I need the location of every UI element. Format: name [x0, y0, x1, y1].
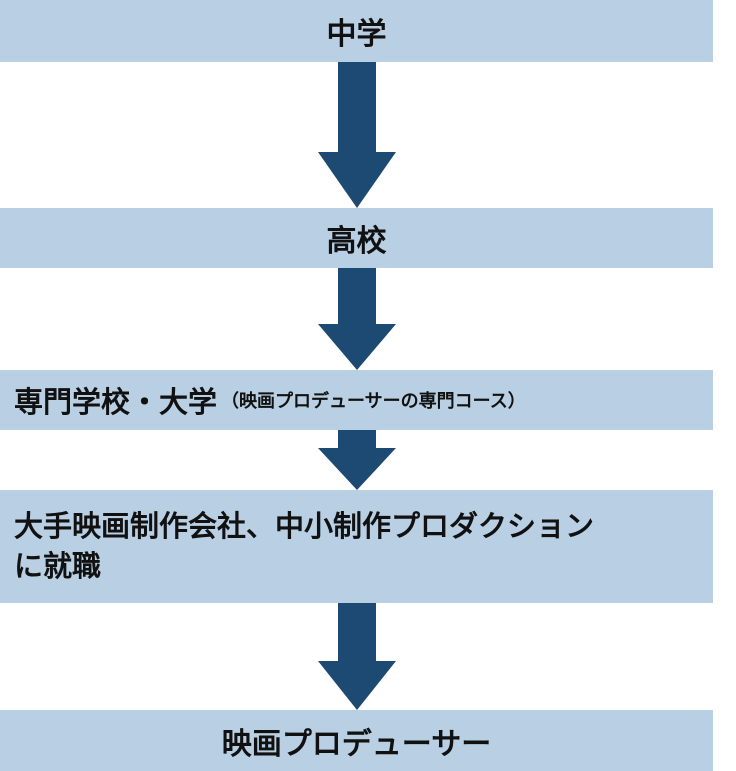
flow-step-high-school-label: 高校 — [326, 224, 387, 259]
down-arrow-icon — [318, 268, 396, 370]
flow-step-vocational-university-note: （映画プロデューサーの専門コース） — [221, 391, 526, 412]
flow-step-high-school: 高校 — [0, 208, 713, 268]
down-arrow-icon — [318, 603, 396, 710]
down-arrow-icon — [318, 62, 396, 208]
flow-step-vocational-university: 専門学校・大学 （映画プロデューサーの専門コース） — [0, 370, 713, 430]
flow-step-film-producer-label: 映画プロデューサー — [221, 726, 492, 762]
flow-step-junior-high: 中学 — [0, 0, 713, 62]
flow-step-employment-line2: に就職 — [14, 549, 102, 583]
flow-step-employment-line1: 大手映画制作会社、中小制作プロダクション — [14, 509, 595, 543]
flow-step-vocational-university-label: 専門学校・大学 — [14, 385, 218, 419]
flow-step-junior-high-label: 中学 — [326, 17, 387, 52]
down-arrow-icon — [318, 430, 396, 490]
flow-step-film-producer: 映画プロデューサー — [0, 710, 713, 771]
flow-step-employment: 大手映画制作会社、中小制作プロダクション に就職 — [0, 490, 713, 603]
